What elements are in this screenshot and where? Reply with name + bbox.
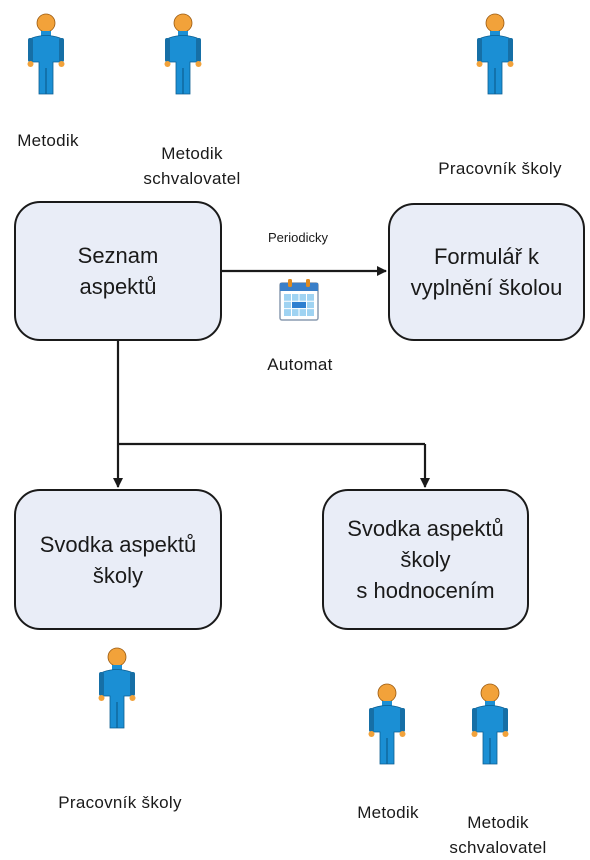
label-line: schvalovatel [449, 838, 547, 857]
actor-metodik-bottom-icon [364, 682, 410, 766]
person-figure [471, 683, 509, 765]
actor-schvalovatel-bottom-icon [467, 682, 513, 766]
actor-pracovnik-bottom-label: Pracovník školy [40, 790, 200, 815]
box-line: Formulář k [433, 244, 540, 269]
person-figure [368, 683, 406, 765]
box-line: s hodnocením [356, 578, 495, 603]
box-text: Formulář k vyplnění školou [411, 241, 563, 303]
box-text: Seznam aspektů [78, 240, 159, 302]
label-line: Pracovník školy [58, 793, 182, 812]
box-svodka-aspektu: Svodka aspektů školy [14, 489, 222, 630]
label-line: Metodik [17, 131, 79, 150]
person-figure [164, 13, 202, 95]
actor-schvalovatel-bottom-label: Metodik schvalovatel [437, 810, 559, 860]
box-line: Svodka aspektů [347, 516, 504, 541]
actor-pracovnik-bottom-icon [94, 646, 140, 730]
person-figure [98, 647, 136, 729]
periodic-label: Periodicky [266, 229, 330, 247]
actor-metodik-top-icon [23, 12, 69, 96]
box-text: Svodka aspektů školy [40, 529, 197, 591]
person-figure [476, 13, 514, 95]
box-line: školy [92, 562, 144, 588]
box-seznam-aspektu: Seznam aspektů [14, 201, 222, 341]
label-line: Automat [267, 355, 333, 374]
label-line: Pracovník školy [438, 159, 562, 178]
label-line: Metodik [357, 803, 419, 822]
actor-metodik-top-label: Metodik [0, 128, 96, 153]
label-line: Metodik [467, 813, 529, 832]
box-line: Seznam [77, 243, 159, 268]
actor-schvalovatel-top-label: Metodik schvalovatel [133, 141, 251, 191]
box-line: aspektů [79, 274, 157, 299]
box-line: vyplnění školou [410, 275, 563, 300]
label-line: schvalovatel [143, 169, 241, 188]
person-figure [27, 13, 65, 95]
actor-metodik-bottom-label: Metodik [340, 800, 436, 825]
actor-schvalovatel-top-icon [160, 12, 206, 96]
calendar-icon [277, 277, 321, 323]
calendar-icon-svg [279, 279, 319, 321]
automat-label: Automat [250, 352, 350, 377]
box-svodka-hodnoceni: Svodka aspektů školy s hodnocením [322, 489, 529, 630]
box-line: školy [400, 547, 451, 572]
box-text: Svodka aspektů školy s hodnocením [347, 513, 504, 606]
box-formular: Formulář k vyplnění školou [388, 203, 585, 341]
actor-pracovnik-top-icon [472, 12, 518, 96]
actor-pracovnik-top-label: Pracovník školy [422, 156, 578, 181]
box-line: Svodka aspektů [39, 531, 197, 557]
label-line: Metodik [161, 144, 223, 163]
